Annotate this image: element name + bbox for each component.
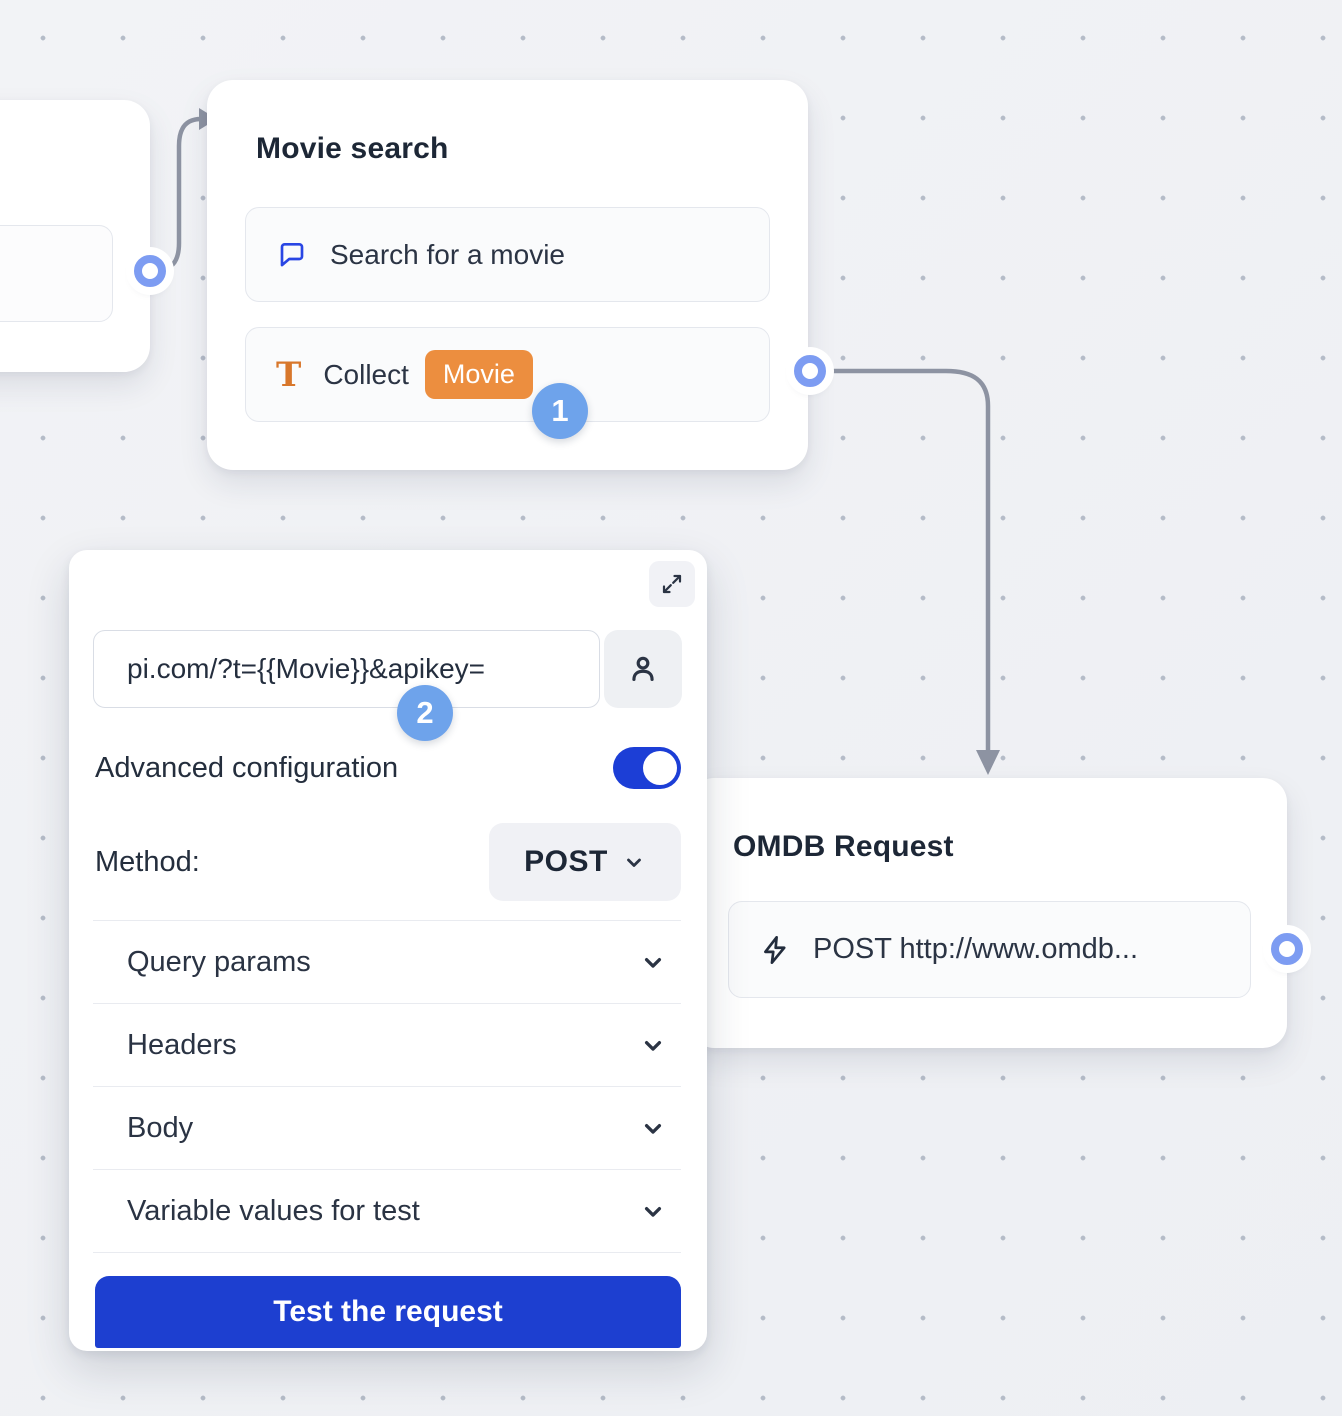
node-title: OMDB Request [733, 830, 954, 863]
chevron-down-icon [644, 1124, 662, 1134]
advanced-configuration-toggle[interactable] [613, 747, 681, 789]
question-block-label: Search for a movie [330, 238, 565, 270]
node-title: Movie search [256, 132, 449, 165]
chevron-down-icon [644, 958, 662, 968]
question-block[interactable]: Search for a movie [245, 207, 770, 302]
chat-bubble-icon [276, 239, 308, 271]
lightning-icon [759, 934, 791, 966]
webhook-block[interactable]: POST http://www.omdb... [728, 901, 1251, 998]
chevron-down-icon [644, 1207, 662, 1217]
step-badge-1: 1 [532, 383, 588, 439]
output-connector-omdb[interactable] [1271, 933, 1303, 965]
wire-movie-to-omdb [821, 368, 991, 755]
collect-block[interactable]: T Collect Movie [245, 327, 770, 422]
method-label: Method: [95, 845, 200, 878]
collect-block-label: Collect [323, 358, 409, 390]
output-connector-previous-node[interactable] [134, 255, 166, 287]
chevron-down-icon [626, 858, 641, 867]
step-badge-2: 2 [397, 685, 453, 741]
previous-node-card[interactable] [0, 100, 150, 372]
divider [93, 920, 681, 921]
toggle-knob [643, 751, 677, 785]
omdb-request-node[interactable]: OMDB Request POST http://www.omdb... [681, 778, 1287, 1048]
expand-button[interactable] [649, 561, 695, 607]
url-input[interactable]: pi.com/?t={{Movie}}&apikey= [93, 630, 600, 708]
webhook-block-label: POST http://www.omdb... [813, 933, 1139, 965]
expand-icon [662, 574, 682, 594]
wire-left-to-movie [149, 116, 204, 274]
chevron-down-icon [644, 1041, 662, 1051]
text-input-icon: T [276, 354, 302, 395]
section-headers[interactable]: Headers [93, 1004, 681, 1087]
section-query-params[interactable]: Query params [93, 921, 681, 1004]
previous-node-item[interactable] [0, 225, 113, 322]
variable-tag: Movie [424, 350, 533, 399]
movie-search-node[interactable]: Movie search Search for a movie T Collec… [207, 80, 808, 470]
person-button[interactable] [604, 630, 682, 708]
advanced-configuration-label: Advanced configuration [95, 751, 399, 784]
output-connector-movie-search[interactable] [794, 355, 826, 387]
section-body[interactable]: Body [93, 1087, 681, 1170]
method-value: POST [524, 845, 608, 878]
person-icon [632, 656, 654, 681]
test-request-button[interactable]: Test the request [95, 1276, 681, 1348]
webhook-config-panel[interactable]: pi.com/?t={{Movie}}&apikey= Advanced con… [69, 550, 707, 1351]
arrowhead-down [976, 750, 1000, 775]
method-select[interactable]: POST [489, 823, 681, 901]
section-variable-values[interactable]: Variable values for test [93, 1170, 681, 1253]
